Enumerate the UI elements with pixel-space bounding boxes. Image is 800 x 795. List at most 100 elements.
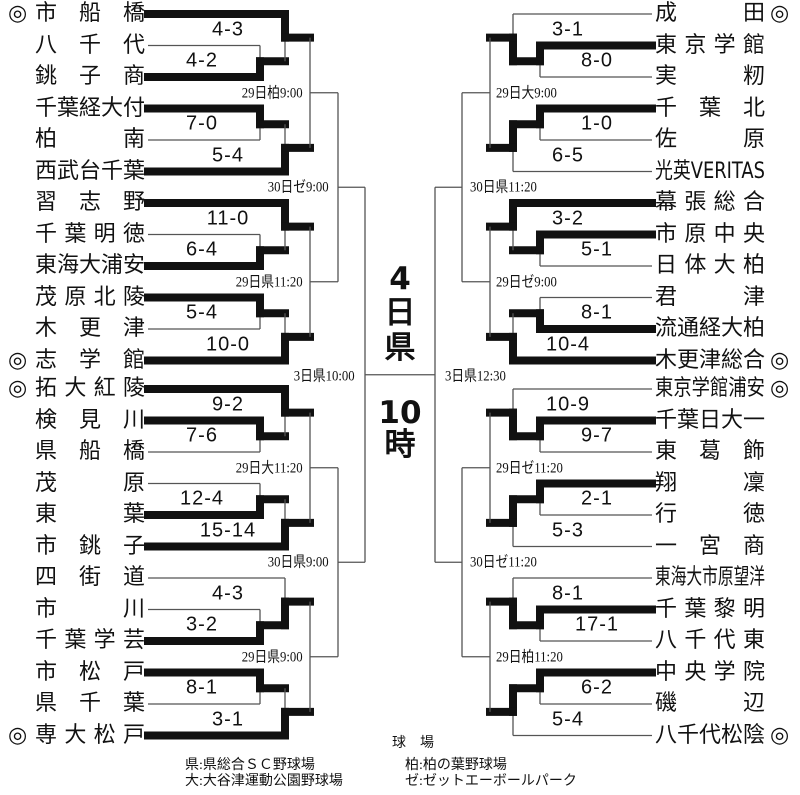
- round2-score: 10-9: [545, 393, 591, 416]
- team-name-text: 千葉経大付: [35, 95, 145, 121]
- team-name: 佐原: [655, 126, 765, 154]
- team-name: 検見川: [35, 407, 145, 435]
- team-name-text: 市松戸: [35, 659, 145, 685]
- round1-score: 1-0: [581, 112, 613, 135]
- team-name-text: 東葛飾: [655, 439, 765, 464]
- seed-mark-icon: ◎: [8, 376, 28, 401]
- seed-mark-icon: ◎: [770, 376, 790, 401]
- team-name-text: 木更津: [35, 316, 145, 341]
- legend-item-kashiwa: 柏:柏の葉野球場: [405, 758, 507, 773]
- seed-mark-icon: ◎: [770, 347, 790, 373]
- team-name: 千葉明徳: [35, 221, 145, 249]
- team-name: 柏南: [35, 126, 145, 154]
- team-name-text: 流通経大柏: [655, 316, 765, 341]
- round1-score: 6-2: [581, 676, 613, 699]
- team-name: 銚子商: [35, 63, 145, 91]
- team-name-text: 市船橋: [35, 1, 145, 26]
- legend-item-ken: 県:県総合ＳＣ野球場: [185, 758, 315, 773]
- team-name: 光英VERITAS: [655, 158, 790, 186]
- round2-score: 5-4: [552, 708, 584, 731]
- team-name: 県船橋: [35, 438, 145, 466]
- seed-mark-icon: ◎: [8, 1, 28, 26]
- round3-schedule-label: 29日ゼ11:20: [496, 460, 563, 477]
- team-name: 日体大柏: [655, 252, 765, 280]
- team-name: 市松戸: [35, 659, 145, 687]
- team-name: 東海大市原望洋: [655, 564, 800, 592]
- team-name: 磯辺: [655, 690, 765, 718]
- team-name-text: 佐原: [655, 127, 765, 152]
- team-name-text: 東京学館浦安: [655, 376, 765, 401]
- seed-mark-icon: ◎: [8, 722, 28, 748]
- team-name: 一宮商: [655, 533, 765, 561]
- team-name-text: 東京学館: [655, 32, 765, 58]
- team-name: 東京学館浦安: [655, 375, 787, 403]
- round2-score: 3-1: [212, 708, 244, 731]
- team-name: 東葛飾: [655, 438, 765, 466]
- round1-score: 5-4: [186, 301, 218, 324]
- team-name: 千葉学芸: [35, 627, 145, 655]
- team-name-text: 四街道: [35, 565, 145, 590]
- semifinal-schedule-label: 3日県10:00: [294, 368, 355, 385]
- team-name: 木更津: [35, 315, 145, 343]
- round3-schedule-label: 29日ゼ9:00: [496, 274, 557, 291]
- team-name-text: 幕張総合: [655, 190, 765, 215]
- round1-score: 7-0: [186, 112, 218, 135]
- round1-score: 4-2: [186, 49, 218, 72]
- final-day: 4: [389, 261, 411, 297]
- round2-score: 6-5: [552, 144, 584, 167]
- round2-score: 4-3: [212, 582, 244, 605]
- team-name: 千葉黎明: [655, 596, 765, 624]
- team-name: 幕張総合: [655, 189, 765, 217]
- final-venue: 県: [384, 330, 416, 366]
- team-name-text: 柏南: [35, 127, 145, 152]
- team-name: 千葉経大付: [35, 95, 145, 123]
- legend-item-ze: ゼ:ゼットエーボールパーク: [405, 774, 577, 789]
- team-name: 中央学院: [655, 659, 765, 687]
- quarterfinal-schedule-label: 30日ゼ11:20: [470, 554, 537, 571]
- team-name-text: 八千代松陰: [655, 722, 765, 748]
- team-name-text: 銚子商: [35, 64, 145, 89]
- team-name: 専大松戸: [35, 722, 145, 750]
- seed-mark-icon: ◎: [770, 1, 790, 26]
- team-name-text: 八千代: [35, 32, 145, 58]
- team-name-text: 木更津総合: [655, 347, 765, 373]
- round3-schedule-label: 29日柏11:20: [496, 649, 563, 666]
- team-name-text: 専大松戸: [35, 722, 145, 748]
- team-name-text: 千葉日大一: [655, 407, 765, 433]
- round1-score: 6-4: [186, 238, 218, 261]
- round1-score: 9-7: [581, 424, 613, 447]
- round1-score: 7-6: [186, 424, 218, 447]
- team-name-text: 市銚子: [35, 533, 145, 559]
- team-name-text: 県船橋: [35, 439, 145, 464]
- round2-score: 10-0: [205, 333, 251, 356]
- seed-mark-icon: ◎: [770, 722, 790, 748]
- team-name-text: 成田: [655, 1, 765, 26]
- team-name: 県千葉: [35, 690, 145, 718]
- team-name-text: 拓大紅陵: [35, 376, 145, 401]
- team-name: 翔凜: [655, 470, 765, 498]
- round2-score: 5-4: [212, 144, 244, 167]
- round2-score: 5-3: [552, 519, 584, 542]
- team-name: 八千代: [35, 32, 145, 60]
- team-name-text: 千葉学芸: [35, 628, 145, 653]
- team-name: 木更津総合: [655, 347, 765, 375]
- team-name-text: 県千葉: [35, 691, 145, 716]
- team-name: 八千代東: [655, 627, 765, 655]
- round2-score: 9-2: [212, 393, 244, 416]
- team-name-text: 光英VERITAS: [655, 158, 765, 184]
- team-name: 市原中央: [655, 221, 765, 249]
- team-name-text: 東海大浦安: [35, 253, 145, 278]
- team-name-text: 君津: [655, 284, 765, 310]
- team-name: 拓大紅陵: [35, 375, 145, 403]
- team-name-text: 行徳: [655, 502, 765, 527]
- round1-score: 8-1: [581, 301, 613, 324]
- quarterfinal-schedule-label: 30日ゼ9:00: [268, 179, 329, 196]
- team-name: 千葉北: [655, 95, 765, 123]
- team-name-text: 志学館: [35, 347, 145, 373]
- team-name: 行徳: [655, 501, 765, 529]
- team-name-text: 千葉北: [655, 95, 765, 121]
- team-name: 実籾: [655, 63, 765, 91]
- team-name-text: 東葉: [35, 502, 145, 527]
- team-name-text: 千葉黎明: [655, 596, 765, 622]
